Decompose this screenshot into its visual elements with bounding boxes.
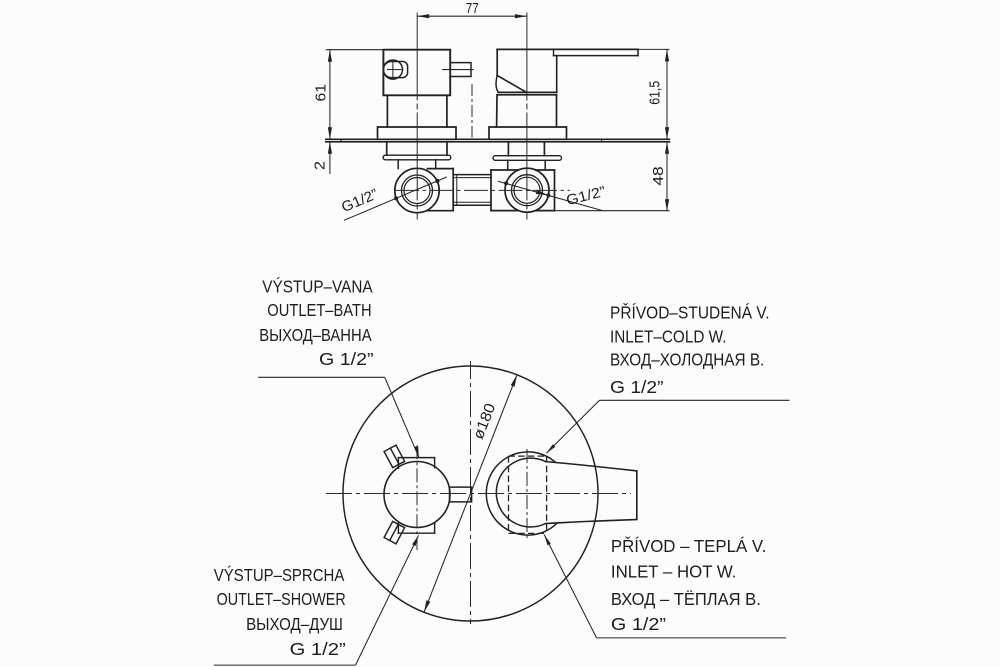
- svg-text:ВХОД – ТЁПЛАЯ В.: ВХОД – ТЁПЛАЯ В.: [611, 589, 761, 609]
- svg-text:PŘÍVOD – TEPLÁ V.: PŘÍVOD – TEPLÁ V.: [611, 536, 766, 556]
- svg-text:VÝSTUP–SPRCHA: VÝSTUP–SPRCHA: [214, 565, 345, 585]
- svg-text:INLET–COLD W.: INLET–COLD W.: [610, 327, 727, 347]
- svg-text:ВЫХОД–ДУШ: ВЫХОД–ДУШ: [246, 614, 343, 634]
- svg-text:G 1/2”: G 1/2”: [611, 614, 666, 634]
- svg-text:ВХОД–ХОЛОДНАЯ В.: ВХОД–ХОЛОДНАЯ В.: [610, 350, 764, 370]
- svg-text:PŘÍVOD–STUDENÁ V.: PŘÍVOD–STUDENÁ V.: [610, 302, 770, 322]
- svg-text:77: 77: [466, 0, 479, 17]
- svg-text:OUTLET–BATH: OUTLET–BATH: [267, 300, 371, 320]
- svg-text:G 1/2”: G 1/2”: [610, 377, 664, 397]
- svg-text:G 1/2”: G 1/2”: [319, 349, 374, 369]
- svg-text:ВЫХОД–ВАННА: ВЫХОД–ВАННА: [259, 325, 372, 345]
- svg-text:48: 48: [650, 166, 667, 185]
- svg-text:61,5: 61,5: [647, 81, 664, 105]
- svg-text:VÝSTUP–VANA: VÝSTUP–VANA: [262, 277, 373, 297]
- svg-text:2: 2: [312, 161, 329, 170]
- svg-text:OUTLET–SHOWER: OUTLET–SHOWER: [217, 589, 346, 609]
- svg-text:G 1/2”: G 1/2”: [290, 639, 346, 659]
- svg-text:61: 61: [312, 84, 329, 102]
- svg-text:INLET – HOT W.: INLET – HOT W.: [611, 561, 737, 581]
